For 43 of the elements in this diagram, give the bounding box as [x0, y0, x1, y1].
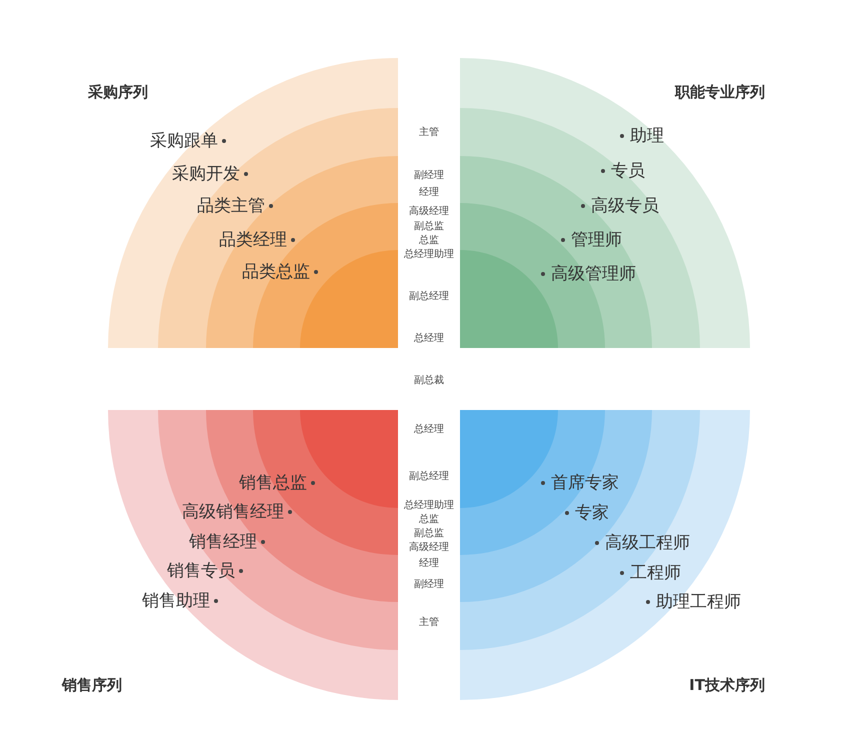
position-title: 工程师	[630, 563, 681, 583]
position-title: 销售助理	[142, 591, 210, 611]
position-title: 助理工程师	[656, 592, 741, 612]
level-label: 副总经理	[409, 291, 449, 303]
position-title: 高级管理师	[551, 264, 636, 284]
level-label: 副总裁	[414, 375, 444, 387]
position-title: 高级专员	[591, 196, 659, 216]
position-title: 助理	[630, 126, 664, 146]
level-label: 总监	[419, 514, 439, 526]
level-label: 副经理	[414, 170, 444, 182]
position-title: 品类主管	[197, 196, 265, 216]
position-title: 采购跟单	[150, 131, 218, 151]
level-label: 经理	[419, 187, 439, 199]
level-label: 副总监	[414, 221, 444, 233]
level-label: 高级经理	[409, 206, 449, 218]
level-label: 总经理	[414, 333, 444, 345]
level-label: 主管	[419, 127, 439, 139]
position-title: 首席专家	[551, 473, 619, 493]
position-title: 高级销售经理	[182, 502, 284, 522]
level-label: 副经理	[414, 579, 444, 591]
position-title: 采购开发	[172, 164, 240, 184]
level-label: 经理	[419, 558, 439, 570]
level-label: 总经理	[414, 424, 444, 436]
level-label: 高级经理	[409, 542, 449, 554]
position-title: 品类总监	[242, 262, 310, 282]
position-title: 管理师	[571, 230, 622, 250]
section-heading: IT技术序列	[689, 676, 765, 694]
position-title: 销售经理	[189, 532, 257, 552]
section-heading: 职能专业序列	[675, 83, 765, 101]
position-title: 专员	[611, 161, 645, 181]
position-title: 销售总监	[239, 473, 307, 493]
level-label: 总经理助理	[404, 500, 454, 512]
level-label: 总监	[419, 235, 439, 247]
position-title: 专家	[575, 503, 609, 523]
position-title: 品类经理	[219, 230, 287, 250]
level-label: 主管	[419, 617, 439, 629]
section-heading: 采购序列	[88, 83, 148, 101]
position-title: 销售专员	[167, 561, 235, 581]
level-label: 副总监	[414, 528, 444, 540]
level-label: 总经理助理	[404, 249, 454, 261]
position-title: 高级工程师	[605, 533, 690, 553]
level-label: 副总经理	[409, 471, 449, 483]
section-heading: 销售序列	[62, 676, 122, 694]
